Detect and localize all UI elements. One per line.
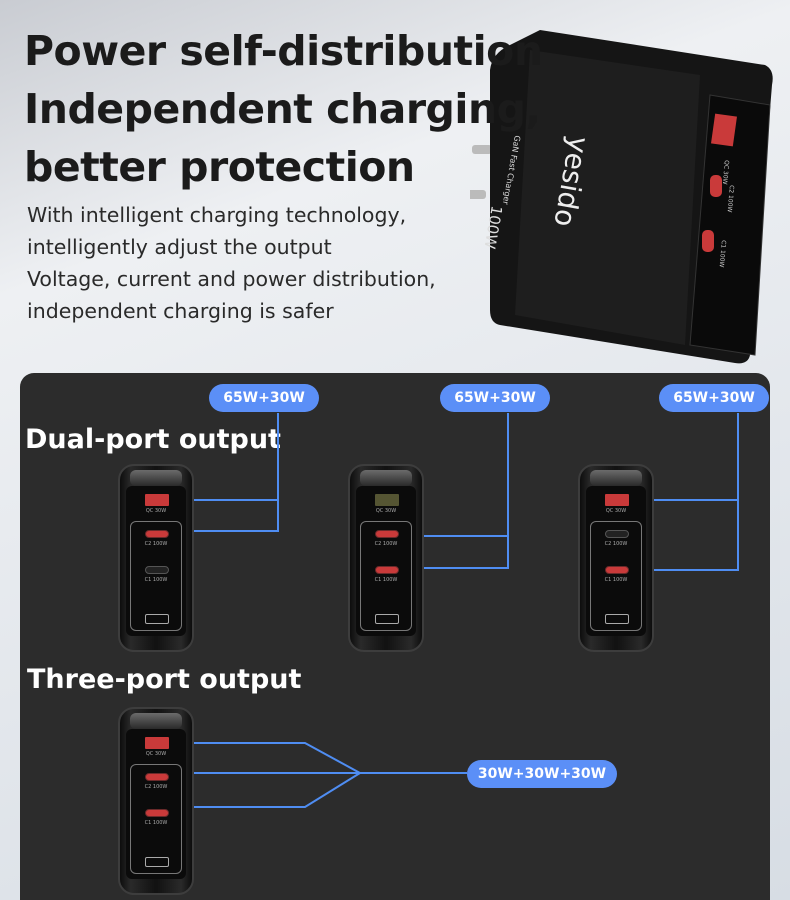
laptop-phone-icon — [145, 614, 169, 624]
usb-c2-port — [145, 530, 169, 538]
port-label: QC 30W — [721, 160, 730, 185]
laptop-phone-icon — [375, 614, 399, 624]
charger-face: QC 30W C2 100W C1 100W — [586, 486, 646, 636]
description-line: With intelligent charging technology, — [27, 203, 407, 227]
port-label: C2 100W — [144, 784, 168, 790]
port-label: QC 30W — [145, 751, 167, 757]
headline-line: Power self-distribution — [24, 27, 543, 75]
usb-a-port — [145, 494, 169, 506]
charger-port-face — [689, 94, 771, 356]
usb-c2-port — [605, 530, 629, 538]
dual-config-label: 65W+30W — [659, 384, 769, 412]
description-line: independent charging is safer — [27, 299, 334, 323]
charger-diagram: QC 30W C2 100W C1 100W — [118, 707, 194, 895]
port-label: C1 100W — [718, 240, 727, 268]
port-label: C1 100W — [604, 577, 628, 583]
charger-diagram: QC 30W C2 100W C1 100W — [578, 464, 654, 652]
dual-port-title: Dual-port output — [25, 424, 281, 455]
usb-c1-port — [375, 566, 399, 574]
plug-pin — [470, 190, 486, 199]
description: With intelligent charging technology, in… — [27, 199, 436, 327]
charger-diagram: QC 30W C2 100W C1 100W — [118, 464, 194, 652]
port-label: QC 30W — [145, 508, 167, 514]
usb-c-well — [130, 764, 182, 874]
laptop-phone-icon — [605, 614, 629, 624]
three-config-label: 30W+30W+30W — [467, 760, 617, 788]
port-label: C2 100W — [144, 541, 168, 547]
charger-top — [360, 470, 412, 486]
headline: Power self-distribution Independent char… — [24, 22, 543, 196]
usb-c-well — [590, 521, 642, 631]
plug-pin — [472, 145, 492, 154]
dual-config-label: 65W+30W — [209, 384, 319, 412]
three-port-title: Three-port output — [27, 664, 302, 695]
port-label: QC 30W — [375, 508, 397, 514]
dual-config-label: 65W+30W — [440, 384, 550, 412]
usb-c1-port — [702, 230, 714, 252]
usb-a-port — [375, 494, 399, 506]
charger-top — [130, 470, 182, 486]
port-label: C1 100W — [144, 820, 168, 826]
usb-a-port — [145, 737, 169, 749]
charger-top — [130, 713, 182, 729]
charger-face: QC 30W C2 100W C1 100W — [126, 486, 186, 636]
port-label: QC 30W — [605, 508, 627, 514]
charger-diagram: QC 30W C2 100W C1 100W — [348, 464, 424, 652]
usb-a-port — [711, 113, 737, 147]
charger-face: QC 30W C2 100W C1 100W — [126, 729, 186, 879]
headline-line: Independent charging, — [24, 85, 541, 133]
port-label: C1 100W — [374, 577, 398, 583]
usb-c2-port — [145, 773, 169, 781]
usb-a-port — [605, 494, 629, 506]
usb-c1-port — [145, 809, 169, 817]
port-label: C2 100W — [726, 185, 735, 213]
charger-side — [515, 50, 700, 345]
charger-face: QC 30W C2 100W C1 100W — [356, 486, 416, 636]
usb-c2-port — [710, 175, 722, 197]
usb-c2-port — [375, 530, 399, 538]
usb-c1-port — [145, 566, 169, 574]
description-line: intelligently adjust the output — [27, 235, 332, 259]
port-label: C2 100W — [374, 541, 398, 547]
usb-c-well — [360, 521, 412, 631]
usb-c-well — [130, 521, 182, 631]
charger-product-image: QC 30W C2 100W C1 100W yesido GaN Fast C… — [470, 30, 773, 364]
description-line: Voltage, current and power distribution, — [27, 267, 436, 291]
headline-line: better protection — [24, 143, 415, 191]
usb-c1-port — [605, 566, 629, 574]
port-label: C2 100W — [604, 541, 628, 547]
laptop-phone-icon — [145, 857, 169, 867]
charger-top — [590, 470, 642, 486]
port-label: C1 100W — [144, 577, 168, 583]
